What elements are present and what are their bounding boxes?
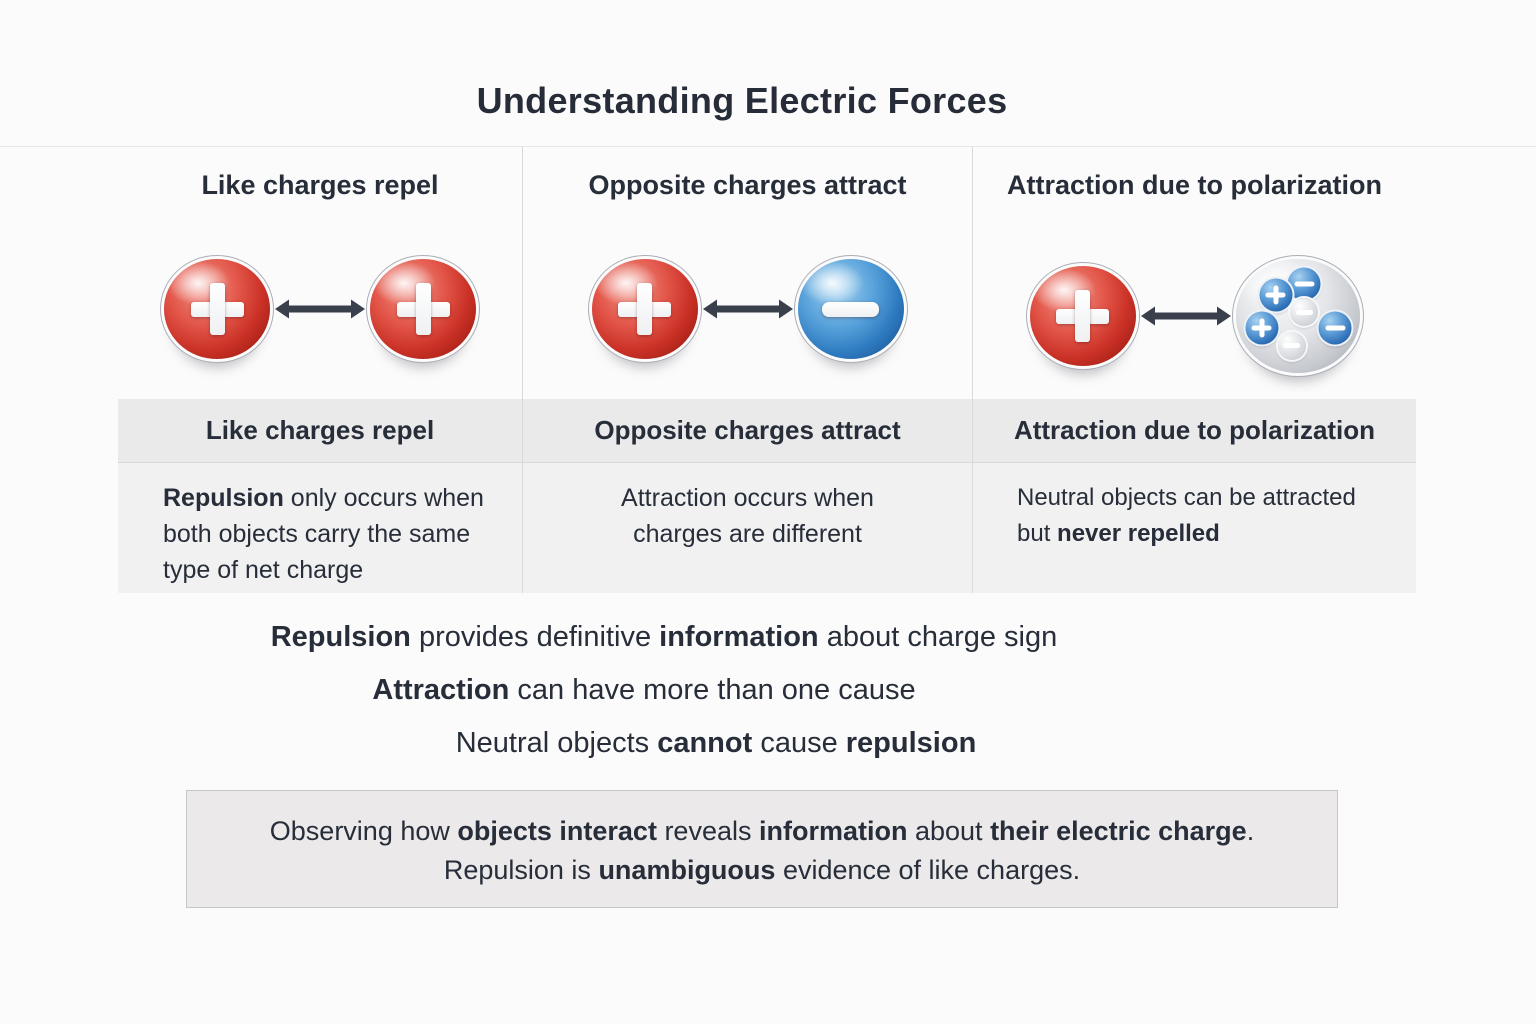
icon-bar bbox=[1283, 343, 1300, 349]
mini-charge-minus bbox=[1287, 267, 1321, 301]
statement-neutral-objects: Neutral objects cannot cause repulsion bbox=[455, 727, 977, 759]
statement-repulsion-definitive: Repulsion provides definitive informatio… bbox=[270, 621, 1058, 653]
positive-charge-sphere bbox=[591, 259, 698, 359]
table-cell-like-charges: Repulsion only occurs when both objects … bbox=[118, 463, 522, 593]
mini-charge-minus bbox=[1277, 331, 1306, 360]
positive-charge-sphere bbox=[370, 259, 476, 359]
icon-bar bbox=[1273, 285, 1279, 305]
table-cell-opposite-charges: Attraction occurs when charges are diffe… bbox=[522, 463, 972, 593]
polarized-sphere-charges bbox=[1236, 259, 1360, 373]
positive-charge-sphere bbox=[1029, 266, 1136, 366]
figure-opposite-charges bbox=[522, 207, 972, 399]
statement-attraction-causes: Attraction can have more than one cause bbox=[372, 674, 916, 706]
figure-row bbox=[164, 259, 476, 359]
icon-bar bbox=[821, 301, 880, 317]
column-header-opposite-charges: Opposite charges attract bbox=[522, 147, 972, 207]
table-cell-polarization: Neutral objects can be attracted but nev… bbox=[972, 463, 1416, 593]
summary-line-observing: Observing how objects interact reveals i… bbox=[269, 816, 1255, 846]
figure-polarization bbox=[972, 207, 1416, 399]
title-divider bbox=[0, 146, 1536, 147]
figure-like-charges bbox=[118, 207, 522, 399]
icon-bar bbox=[1259, 318, 1265, 338]
neutral-polarized-sphere bbox=[1235, 259, 1360, 373]
table-header-opposite-charges: Opposite charges attract bbox=[522, 399, 972, 463]
plus-icon bbox=[370, 259, 476, 359]
plus-icon bbox=[1030, 266, 1136, 366]
figure-row bbox=[591, 259, 904, 359]
summary-box: Observing how objects interact reveals i… bbox=[186, 790, 1338, 908]
double-arrow-icon bbox=[702, 299, 793, 319]
double-arrow-icon bbox=[1140, 306, 1231, 326]
mini-charge-plus bbox=[1259, 278, 1293, 312]
negative-charge-sphere bbox=[797, 259, 904, 359]
icon-bar bbox=[1296, 309, 1313, 315]
column-header-like-charges: Like charges repel bbox=[201, 169, 439, 200]
icon-bar bbox=[1325, 325, 1346, 331]
column-header-polarization: Attraction due to polarization bbox=[972, 147, 1416, 207]
positive-charge-sphere bbox=[164, 259, 270, 359]
comparison-grid: Like charges repel Opposite charges attr… bbox=[118, 147, 1416, 593]
summary-line-repulsion: Repulsion is unambiguous evidence of lik… bbox=[443, 855, 1081, 885]
icon-bar bbox=[1294, 281, 1315, 287]
mini-charge-plus bbox=[1245, 311, 1279, 345]
table-header-like-charges: Like charges repel bbox=[118, 399, 522, 463]
icon-bar bbox=[415, 283, 431, 335]
icon-bar bbox=[209, 283, 225, 335]
figure-row bbox=[1029, 259, 1360, 373]
mini-charge-minus bbox=[1318, 311, 1352, 345]
icon-bar bbox=[1075, 290, 1090, 342]
table-header-polarization: Attraction due to polarization bbox=[972, 399, 1416, 463]
plus-icon bbox=[592, 259, 698, 359]
key-statements: Repulsion provides definitive informatio… bbox=[0, 619, 1536, 778]
minus-icon bbox=[798, 259, 904, 359]
mini-charge-minus bbox=[1290, 298, 1319, 326]
double-arrow-icon bbox=[275, 299, 365, 319]
page-title: Understanding Electric Forces bbox=[476, 80, 1008, 121]
plus-icon bbox=[164, 259, 270, 359]
icon-bar bbox=[637, 283, 652, 335]
